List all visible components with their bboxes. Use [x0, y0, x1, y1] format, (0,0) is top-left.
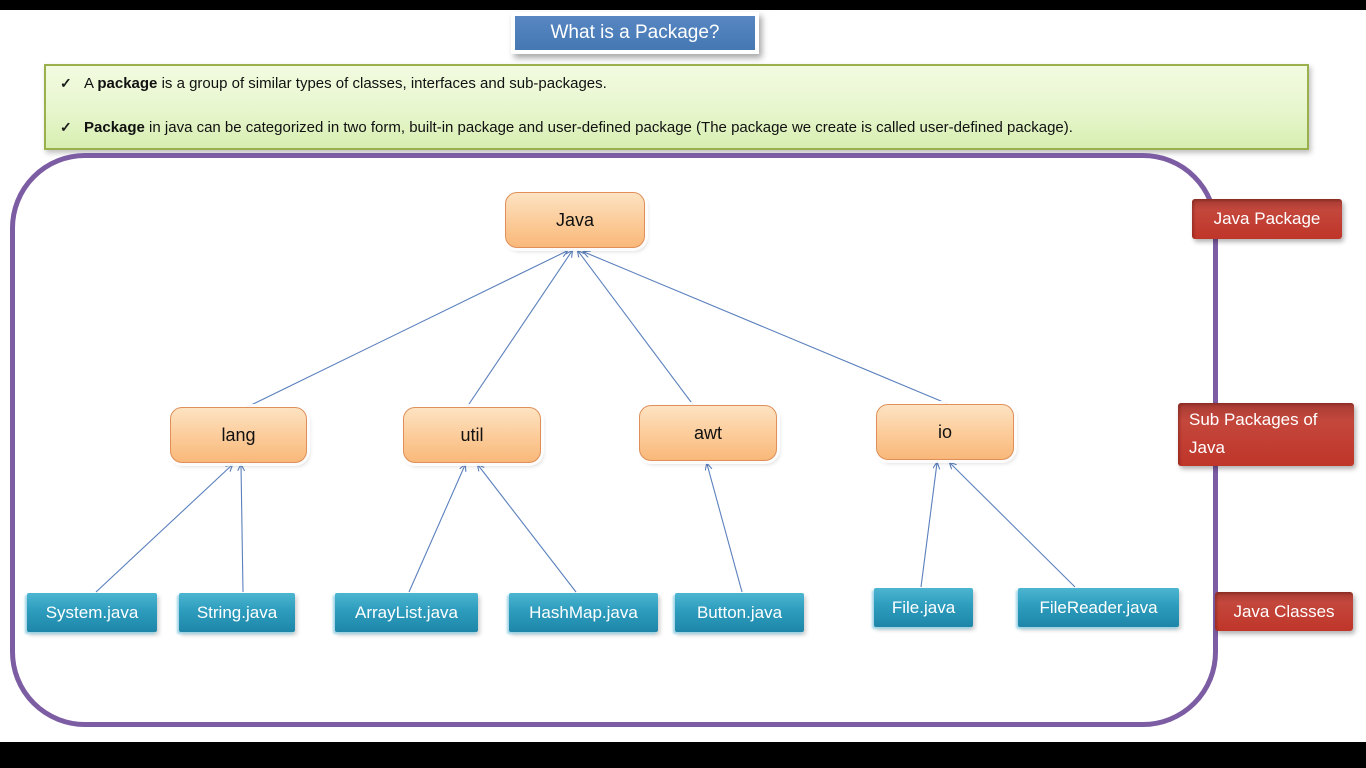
- class-node-file: File.java: [874, 588, 973, 627]
- package-node-util: util: [403, 407, 541, 463]
- class-node-system: System.java: [27, 593, 157, 632]
- side-label-java-package: Java Package: [1192, 199, 1342, 239]
- letterbox-bottom: [0, 742, 1366, 768]
- page-title: What is a Package?: [515, 16, 755, 50]
- bullet-1-prefix: A: [84, 75, 98, 92]
- checkmark-icon: ✓: [60, 75, 72, 91]
- class-node-hashmap: HashMap.java: [509, 593, 658, 632]
- package-node-awt: awt: [639, 405, 777, 461]
- bullet-1-rest: is a group of similar types of classes, …: [157, 75, 607, 92]
- title-banner: What is a Package?: [511, 12, 759, 54]
- checkmark-icon: ✓: [60, 119, 72, 135]
- class-node-button: Button.java: [675, 593, 804, 632]
- definition-box: ✓ A package is a group of similar types …: [44, 64, 1309, 150]
- bullet-text-2: Package in java can be categorized in tw…: [84, 119, 1073, 136]
- bullet-item-2: ✓ Package in java can be categorized in …: [60, 119, 1073, 136]
- side-label-java-classes: Java Classes: [1215, 592, 1353, 631]
- class-node-string: String.java: [179, 593, 295, 632]
- bullet-text-1: A package is a group of similar types of…: [84, 75, 607, 92]
- package-node-lang: lang: [170, 407, 307, 463]
- bullet-1-bold: package: [97, 75, 158, 92]
- bullet-2-bold: Package: [84, 119, 145, 136]
- root-node-java: Java: [505, 192, 645, 248]
- letterbox-top: [0, 0, 1366, 10]
- bullet-item-1: ✓ A package is a group of similar types …: [60, 75, 607, 92]
- class-node-arraylist: ArrayList.java: [335, 593, 478, 632]
- class-node-filereader: FileReader.java: [1018, 588, 1179, 627]
- bullet-2-rest: in java can be categorized in two form, …: [144, 119, 1073, 136]
- side-label-sub-packages: Sub Packages of Java: [1178, 403, 1354, 466]
- package-node-io: io: [876, 404, 1014, 460]
